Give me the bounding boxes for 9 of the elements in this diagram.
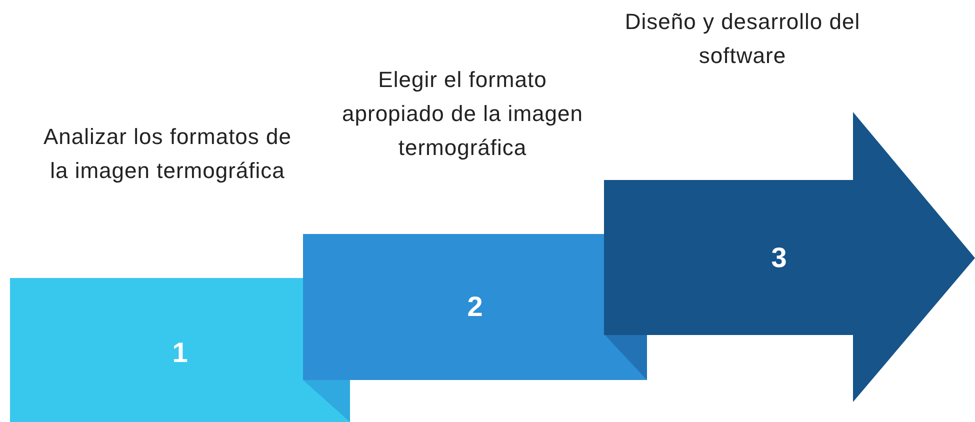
step-description: Elegir el formato apropiado de la imagen termográfica bbox=[341, 66, 584, 162]
step-description: Analizar los formatos de la imagen termográfica bbox=[42, 123, 292, 185]
step-number: 2 bbox=[467, 291, 483, 323]
arrow-step-shape bbox=[604, 112, 975, 402]
step-block bbox=[303, 234, 647, 380]
step-number: 1 bbox=[172, 337, 188, 369]
step-description: Diseño y desarrollo del software bbox=[624, 8, 862, 70]
step-number: 3 bbox=[771, 242, 787, 274]
step-block bbox=[10, 278, 350, 422]
